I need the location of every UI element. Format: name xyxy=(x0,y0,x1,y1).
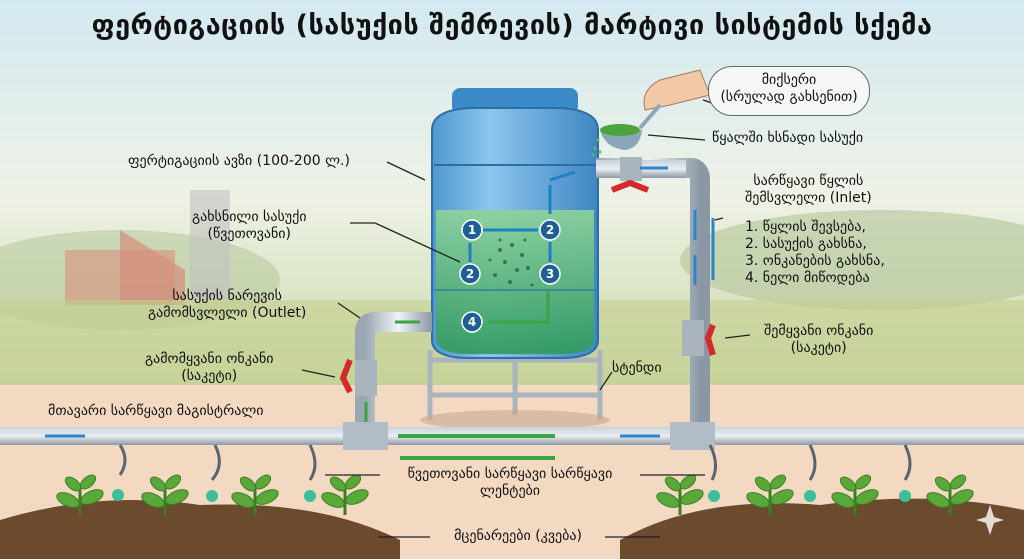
flow-step-marker: 4 xyxy=(468,315,476,329)
flow-step-marker: 2 xyxy=(466,267,474,281)
label-line: მიქსერი xyxy=(761,72,817,88)
mixer-speech-bubble xyxy=(708,66,870,116)
steps-list: 1. წყლის შევსება, 2. სასუქის გახსნა, 3. … xyxy=(745,219,885,287)
label-line: სასუქის ნარევის xyxy=(172,288,282,304)
plant-icon xyxy=(656,474,704,515)
label-fertilizer: წყალში ხსნადი სასუქი xyxy=(712,130,864,146)
label-drip-tapes: წვეთოვანი სარწყავი სარწყავი ლენტები xyxy=(385,466,635,500)
label-line: წვეთოვანი სარწყავი სარწყავი xyxy=(407,466,613,482)
label-line: გამომყვანი ონკანი xyxy=(145,351,274,367)
page-title: ფერტიგაციის (სასუქის შემრევის) მარტივი ს… xyxy=(91,10,933,41)
plant-icon xyxy=(321,474,369,515)
label-inlet-valve: შემყვანი ონკანი (საკეტი) xyxy=(764,323,873,357)
step-item: 1. წყლის შევსება, xyxy=(745,219,866,235)
step-item: 2. სასუქის გახსნა, xyxy=(745,236,867,252)
label-inlet: სარწყავი წყლის შემსვლელი (Inlet) xyxy=(745,173,872,207)
label-line: შემსვლელი (Inlet) xyxy=(745,190,872,206)
label-main-line: მთავარი სარწყავი მაგისტრალი xyxy=(48,403,264,419)
plant-icon xyxy=(141,474,189,515)
label-line: ლენტები xyxy=(479,483,541,499)
plant-icon xyxy=(831,474,879,515)
label-line: (სრულად გახსენით) xyxy=(720,89,858,105)
soil-left xyxy=(0,500,400,559)
label-line: (საკეტი) xyxy=(790,340,847,356)
label-line: გახსნილი სასუქი xyxy=(192,209,307,225)
label-outlet: სასუქის ნარევის გამომსვლელი (Outlet) xyxy=(148,288,306,322)
label-line: (საკეტი) xyxy=(181,368,238,384)
label-stand: სტენდი xyxy=(612,360,662,376)
label-plants: მცენარეები (კვება) xyxy=(454,528,582,544)
flow-step-marker: 2 xyxy=(546,223,554,237)
plant-icon xyxy=(56,474,104,515)
soil-right xyxy=(620,498,1024,559)
label-line: შემყვანი ონკანი xyxy=(764,323,874,339)
label-mixer: მიქსერი (სრულად გახსენით) xyxy=(716,72,862,106)
flow-step-marker: 1 xyxy=(468,223,476,237)
label-dissolved-fertilizer: გახსნილი სასუქი (წვეთოვანი) xyxy=(192,209,307,243)
label-line: (წვეთოვანი) xyxy=(207,226,292,242)
flow-step-marker: 3 xyxy=(546,267,554,281)
plant-icon xyxy=(926,474,974,515)
label-line: გამომსვლელი (Outlet) xyxy=(148,305,307,321)
step-item: 4. ნელი მიწოდება xyxy=(745,270,870,286)
step-item: 3. ონკანების გახსნა, xyxy=(745,253,885,269)
plant-icon xyxy=(231,474,279,515)
plant-icon xyxy=(746,474,794,515)
label-outlet-valve: გამომყვანი ონკანი (საკეტი) xyxy=(145,351,274,385)
label-tank: ფერტიგაციის ავზი (100-200 ლ.) xyxy=(128,153,350,169)
label-line: სარწყავი წყლის xyxy=(753,173,864,189)
sparkle-icon xyxy=(976,505,1004,535)
